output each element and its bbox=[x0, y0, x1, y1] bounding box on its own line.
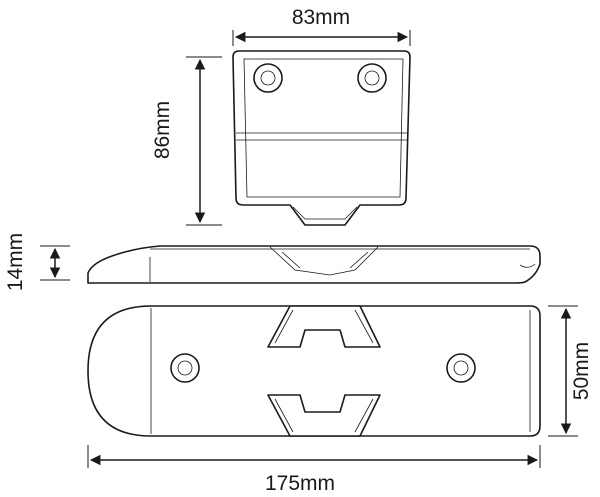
top-width-label: 83mm bbox=[292, 6, 350, 29]
bottom-length-dimension: 175mm bbox=[87, 445, 541, 495]
bottom-height-dimension: 50mm bbox=[548, 305, 593, 437]
bottom-view-part bbox=[87, 305, 541, 437]
side-thickness-dimension: 14mm bbox=[4, 233, 70, 291]
side-view-part bbox=[87, 245, 541, 284]
bottom-height-label: 50mm bbox=[570, 342, 593, 400]
top-view-part bbox=[232, 50, 411, 226]
bottom-length-label: 175mm bbox=[265, 472, 335, 495]
side-thickness-label: 14mm bbox=[4, 233, 27, 291]
top-height-dimension: 86mm bbox=[151, 56, 222, 226]
top-height-label: 86mm bbox=[151, 101, 174, 159]
top-width-dimension: 83mm bbox=[232, 6, 411, 46]
